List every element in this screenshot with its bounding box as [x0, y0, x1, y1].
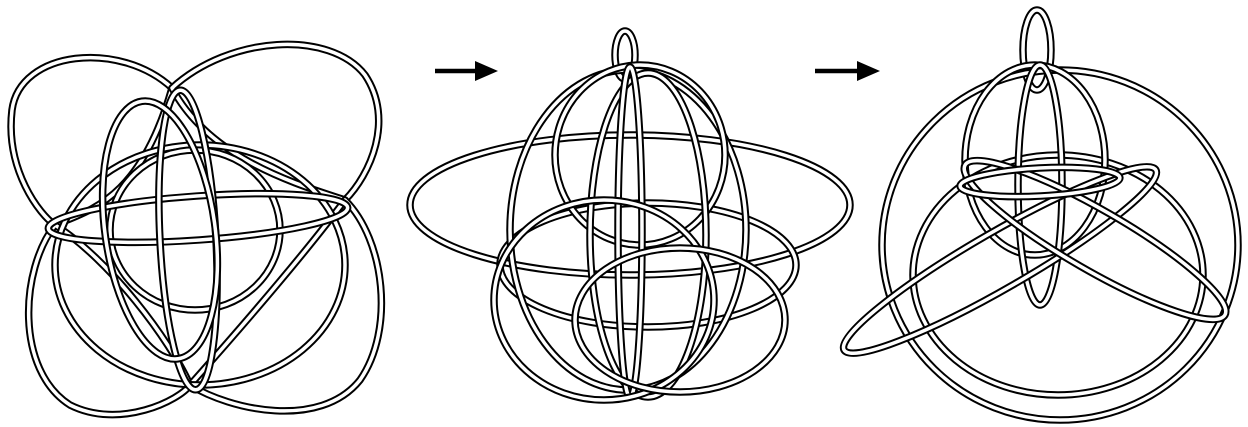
- panel-1-inner-rings: [47, 89, 349, 392]
- panel-2-vertical-rings: [494, 65, 785, 400]
- panel-1: [11, 44, 381, 414]
- arrow-1: [435, 61, 498, 81]
- panel-2: [410, 31, 850, 400]
- arrow-2: [815, 61, 880, 81]
- panel-3: [830, 10, 1240, 420]
- panel-1-outer-loops: [11, 44, 381, 414]
